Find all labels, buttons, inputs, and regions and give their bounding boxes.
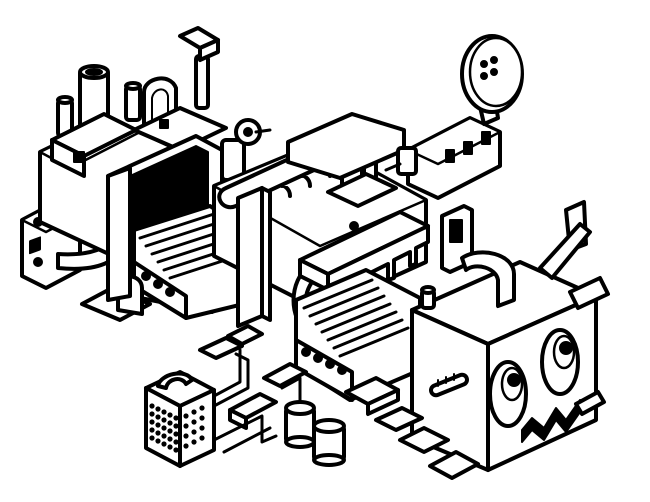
pipe-connector [220,118,272,182]
canister-1 [284,400,316,449]
disc-arm [384,34,524,200]
center-feet [344,376,424,432]
right-box [398,200,610,480]
center-conveyor-slats [302,278,410,358]
canister-2 [312,418,346,467]
left-eye [488,360,528,428]
center-press [212,112,430,402]
bottom-pipes [198,324,308,454]
right-eye [540,328,580,396]
crate-grid [149,403,205,453]
grate-crate [144,370,216,468]
